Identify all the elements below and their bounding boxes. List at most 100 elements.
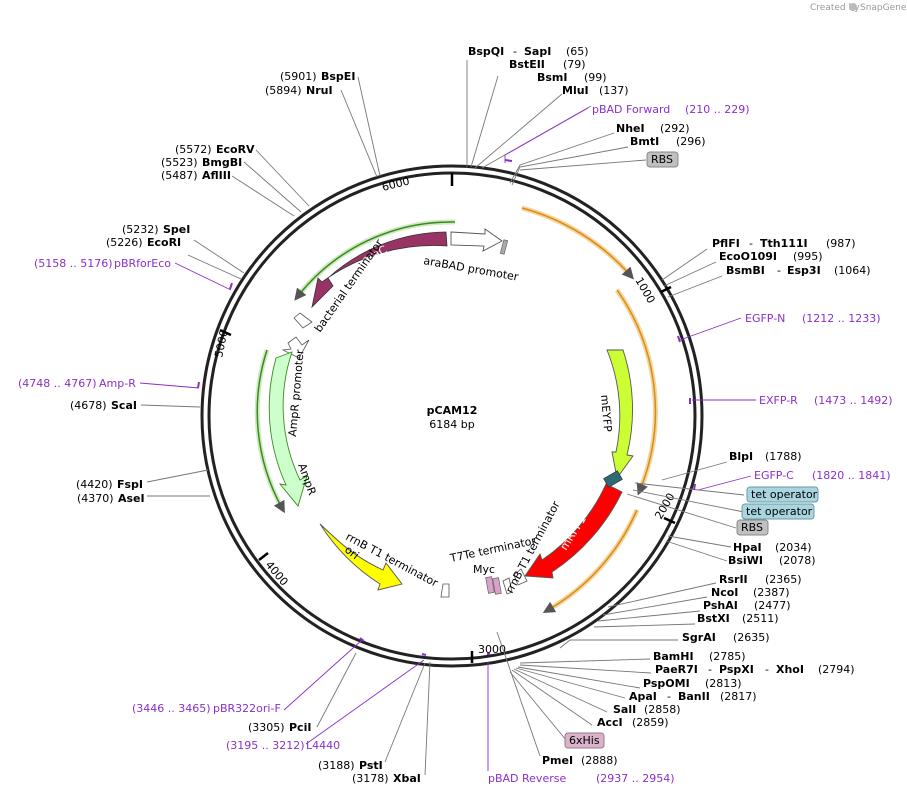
site-blpi: BlpI(1788) (729, 450, 802, 463)
svg-text:NheI: NheI (616, 122, 645, 135)
svg-text:Amp-R: Amp-R (99, 377, 136, 390)
primer-egfp-n: EGFP-N(1212 .. 1233) (745, 312, 881, 325)
svg-text:(1820 .. 1841): (1820 .. 1841) (812, 469, 891, 482)
svg-text:NcoI: NcoI (711, 586, 738, 599)
site-hpai: HpaI (2034) (733, 541, 812, 554)
feature-box-rbs-1: RBS (646, 151, 679, 168)
svg-text:(210 .. 229): (210 .. 229) (685, 103, 750, 116)
svg-text:-: - (765, 663, 769, 676)
site-scai: (4678)ScaI (70, 399, 137, 412)
site-bspei: (5901)BspEI (280, 70, 355, 83)
svg-text:SalI: SalI (613, 703, 636, 716)
site-bamhi: BamHI(2785) (653, 650, 746, 663)
svg-text:AflIII: AflIII (202, 169, 231, 182)
svg-text:Esp3I: Esp3I (787, 264, 821, 277)
svg-text:EGFP-C: EGFP-C (754, 469, 794, 482)
svg-text:(4420): (4420) (76, 478, 113, 491)
site-bstxi: BstXI(2511) (697, 612, 779, 625)
svg-text:XhoI: XhoI (776, 663, 804, 676)
primer-egfp-c: EGFP-C (1820 .. 1841) (754, 469, 891, 482)
svg-text:(2078): (2078) (779, 554, 816, 567)
site-rsrii: RsrII(2365) (719, 573, 802, 586)
position-ticks (219, 173, 676, 663)
svg-text:(2387): (2387) (753, 586, 790, 599)
svg-text:(5523): (5523) (161, 156, 198, 169)
svg-text:(2477): (2477) (754, 599, 791, 612)
feature-rrnb-right (513, 568, 528, 586)
primer-pbad-forward: pBAD Forward (210 .. 229) (592, 103, 750, 116)
svg-text:PciI: PciI (289, 721, 311, 734)
svg-text:NruI: NruI (306, 84, 333, 97)
svg-text:AccI: AccI (597, 716, 623, 729)
svg-text:(5572): (5572) (175, 143, 212, 156)
primer-pbrforeco: (5158 .. 5176)pBRforEco (34, 257, 171, 270)
svg-text:pBRforEco: pBRforEco (114, 257, 171, 270)
feature-bacterial-terminator (293, 312, 313, 329)
svg-text:(2365): (2365) (765, 573, 802, 586)
svg-text:EcoRV: EcoRV (216, 143, 255, 156)
svg-text:-: - (667, 690, 671, 703)
primer-exfp-r: EXFP-R(1473 .. 1492) (759, 394, 893, 407)
snapgene-logo-icon (849, 3, 857, 11)
svg-text:(2817): (2817) (720, 690, 757, 703)
site-nrui: (5894) NruI (265, 84, 333, 97)
svg-text:(1788): (1788) (765, 450, 802, 463)
svg-text:ScaI: ScaI (111, 399, 137, 412)
svg-text:(99): (99) (584, 71, 607, 84)
svg-text:BstEII: BstEII (509, 58, 545, 71)
feature-arabad-promoter-label: araBAD promoter (422, 254, 519, 284)
svg-text:L4440: L4440 (306, 739, 340, 752)
svg-text:pBAD Reverse: pBAD Reverse (488, 772, 566, 785)
svg-text:Tth111I: Tth111I (760, 237, 808, 250)
svg-text:-: - (777, 264, 781, 277)
svg-text:(79): (79) (563, 58, 586, 71)
svg-text:MluI: MluI (562, 84, 589, 97)
svg-text:(5487): (5487) (161, 169, 198, 182)
svg-text:(2034): (2034) (775, 541, 812, 554)
svg-text:(5226): (5226) (106, 236, 143, 249)
site-ecoo109i: EcoO109I(995) (719, 250, 823, 263)
feature-his (492, 577, 502, 595)
feature-rrnb-left (440, 583, 450, 598)
feature-meyfp (606, 349, 634, 480)
site-pmei: PmeI(2888) (542, 754, 618, 767)
svg-text:pBAD Forward: pBAD Forward (592, 103, 670, 116)
svg-text:RBS: RBS (651, 153, 673, 166)
svg-text:HpaI: HpaI (733, 541, 762, 554)
svg-text:XbaI: XbaI (393, 772, 421, 785)
svg-text:(2794): (2794) (818, 663, 855, 676)
svg-text:EcoO109I: EcoO109I (719, 250, 777, 263)
svg-text:(5894): (5894) (265, 84, 302, 97)
feature-mrfp1 (524, 483, 623, 579)
svg-text:(1064): (1064) (834, 264, 871, 277)
site-bsmi: BsmI(99) (537, 71, 607, 84)
svg-text:RBS: RBS (741, 521, 763, 534)
svg-text:(65): (65) (566, 45, 589, 58)
svg-text:PshAI: PshAI (703, 599, 738, 612)
primer-markers (197, 159, 696, 656)
svg-text:(4370): (4370) (77, 492, 114, 505)
site-bsiwi: BsiWI(2078) (728, 554, 816, 567)
site-xbai: (3178) XbaI (352, 772, 421, 785)
svg-text:BmgBI: BmgBI (202, 156, 242, 169)
svg-text:tet operator: tet operator (751, 488, 818, 501)
feature-meyfp-label: mEYFP (598, 394, 614, 433)
svg-text:(3305): (3305) (248, 721, 285, 734)
site-sali: SalI(2858) (613, 703, 681, 716)
svg-text:-: - (513, 45, 517, 58)
svg-text:BanII: BanII (678, 690, 710, 703)
feature-small-marker (499, 239, 509, 255)
svg-text:(2859): (2859) (632, 716, 669, 729)
svg-text:PspOMI: PspOMI (643, 677, 690, 690)
svg-text:PaeR7I: PaeR7I (655, 663, 698, 676)
plasmid-length: 6184 bp (429, 418, 474, 431)
primer-pbad-reverse: pBAD Reverse(2937 .. 2954) (488, 772, 675, 785)
svg-text:(3178): (3178) (352, 772, 389, 785)
svg-text:BspEI: BspEI (321, 70, 355, 83)
site-fspi: (4420)FspI (76, 478, 143, 491)
site-psti: (3188)PstI (318, 759, 383, 772)
tick-label-5000: 5000 (212, 329, 231, 359)
svg-text:-: - (708, 663, 712, 676)
feature-myc (485, 576, 495, 594)
